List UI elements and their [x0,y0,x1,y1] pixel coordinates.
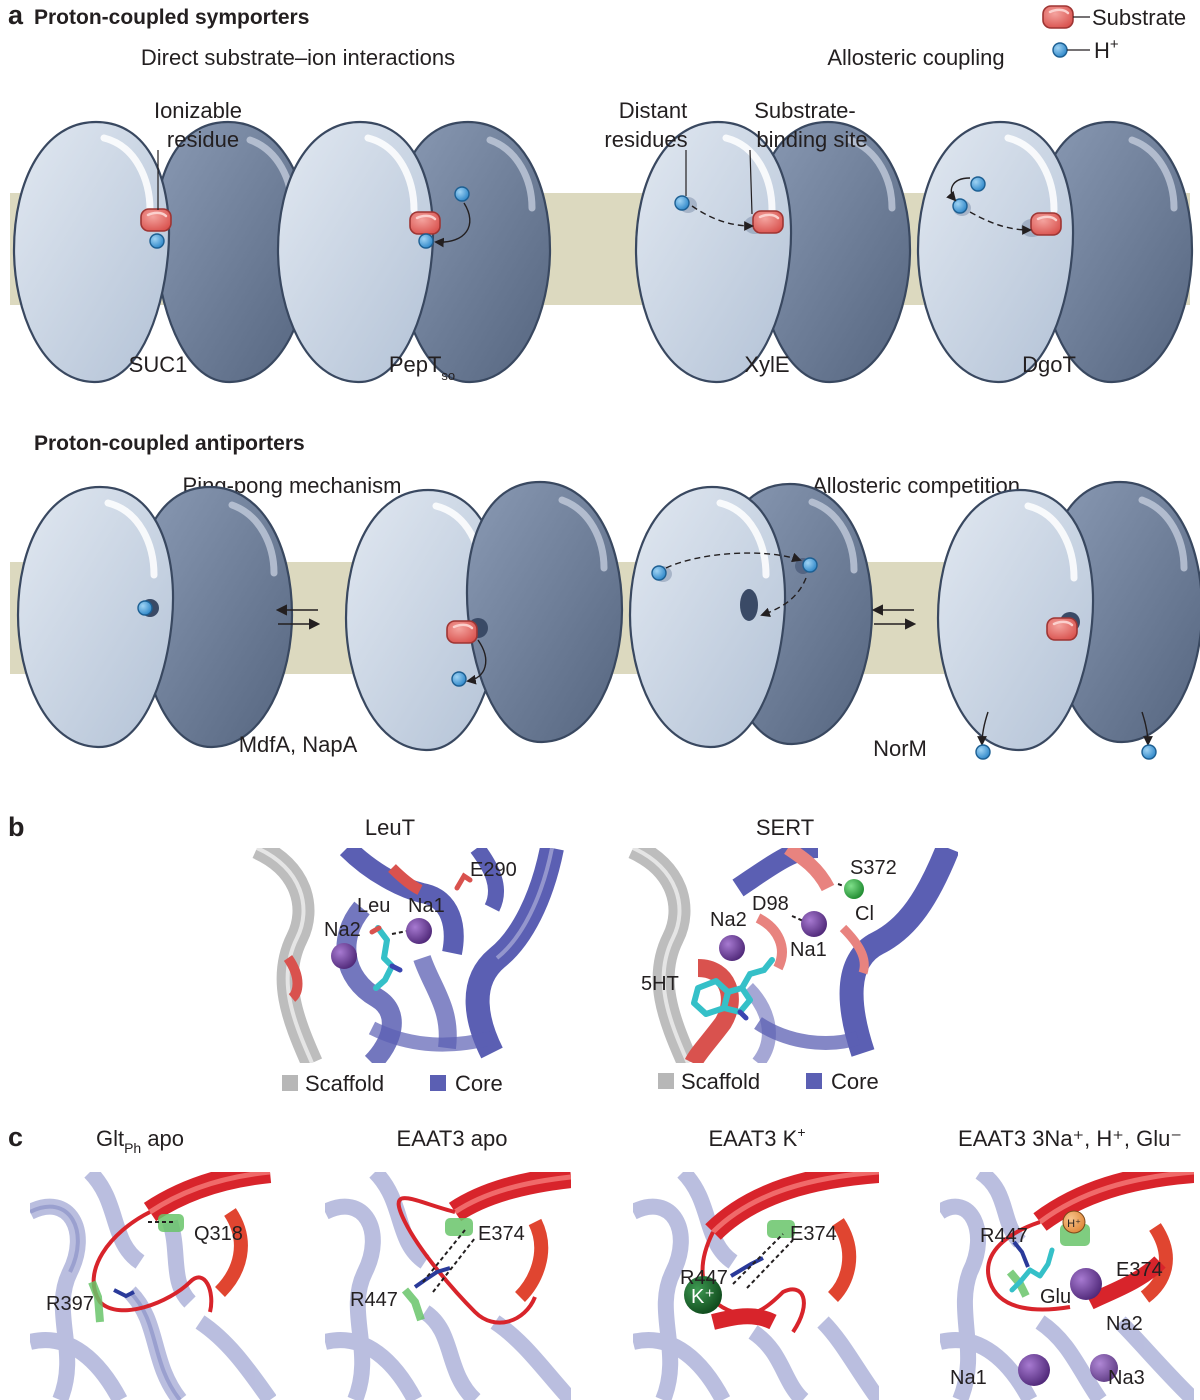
c4-na1-label: Na1 [950,1367,987,1389]
panel-c-label: c [8,1122,23,1152]
leu-ligand [369,925,403,991]
protein-dgot-label: DgoT [1022,352,1076,377]
competition-title: Allosteric competition [812,473,1020,498]
sert-d98-label: D98 [752,893,789,915]
gltph-apo-structure [30,1172,276,1400]
equilibrium-arrows-1 [275,604,321,630]
c2-r447-label: R447 [350,1289,398,1311]
legend-a: Substrate H+ [1041,4,1186,63]
legend-proton-label: H+ [1094,36,1119,63]
transporter-antiporter-2 [346,482,622,750]
eaat3-bound-title: EAAT3 3Na⁺, H⁺, Glu⁻ [958,1126,1182,1151]
distant-label-1: Distant [619,98,687,123]
legend-b-leut: Scaffold Core [282,1071,503,1096]
symporters-title: Proton-coupled symporters [34,6,309,29]
allosteric-coupling-title: Allosteric coupling [827,45,1004,70]
protein-pept-label: PepTso [389,352,455,383]
transporter-antiporter-1 [18,487,292,747]
direct-interactions-title: Direct substrate–ion interactions [141,45,455,70]
sert-core-label: Core [831,1069,879,1094]
distant-label-2: residues [604,127,687,152]
proton-legend-icon [1052,42,1068,58]
sert-na2-label: Na2 [710,909,747,931]
leut-core-label: Core [455,1071,503,1096]
legend-substrate-label: Substrate [1092,5,1186,30]
ionizable-label-1: Ionizable [154,98,242,123]
c2-e374-label: E374 [478,1223,525,1245]
c1-r397-label: R397 [46,1293,94,1315]
site-label-1: Substrate- [754,98,856,123]
protein-norm-label: NorM [873,736,927,761]
transporter-antiporter-4 [938,482,1200,760]
eaat3-apo-structure [325,1172,571,1400]
transporter-suc1 [14,122,310,382]
c4-h-label: H⁺ [1067,1218,1081,1230]
c1-q318-label: Q318 [194,1223,243,1245]
sert-scaffold-label: Scaffold [681,1069,760,1094]
leut-e290-label: E290 [470,859,517,881]
c3-e374-label: E374 [790,1223,837,1245]
c3-k-label: K⁺ [691,1286,715,1308]
leut-title: LeuT [365,815,415,840]
ionizable-label-2: residue [167,127,239,152]
sert-structure [628,848,958,1063]
sert-title: SERT [756,815,814,840]
c4-r447-label: R447 [980,1225,1028,1247]
legend-b-sert: Scaffold Core [658,1069,879,1094]
protein-suc1-label: SUC1 [129,352,188,377]
sert-na1-label: Na1 [790,939,827,961]
c3-r447-label: R447 [680,1267,728,1289]
sert-cl-label: Cl [855,903,874,925]
equilibrium-arrows-2 [871,604,917,630]
c4-e374-label: E374 [1116,1259,1163,1281]
c4-na2-label: Na2 [1106,1313,1143,1335]
transporter-pept [278,122,550,382]
glu-ligand [1009,1247,1055,1293]
sert-5ht-label: 5HT [641,973,679,995]
protein-xyle-label: XylE [744,352,789,377]
c4-glu-label: Glu [1040,1286,1071,1308]
leut-leu-label: Leu [357,895,390,917]
panel-b: b LeuT SERT E290 Leu [8,812,958,1096]
transporter-antiporter-3 [630,484,872,747]
panel-a: a Proton-coupled symporters Direct subst… [8,0,1200,761]
gltph-apo-title: GltPh apo [96,1126,184,1156]
panel-b-label: b [8,812,25,842]
site-label-2: binding site [756,127,867,152]
leut-na2-label: Na2 [324,919,361,941]
transporter-dgot [918,122,1192,382]
leut-na1-label: Na1 [408,895,445,917]
eaat3-k-title: EAAT3 K+ [708,1124,805,1151]
substrate-legend-icon [1041,4,1075,30]
antiporters-title: Proton-coupled antiporters [34,432,305,455]
panel-a-label: a [8,0,24,30]
panel-c: c GltPh apo EAAT3 apo EAAT3 K+ EAAT3 3Na… [8,1122,1194,1400]
c4-na3-label: Na3 [1108,1367,1145,1389]
leut-scaffold-label: Scaffold [305,1071,384,1096]
transporter-xyle [636,122,910,382]
sert-s372-label: S372 [850,857,897,879]
eaat3-k-structure [633,1172,879,1400]
eaat3-apo-title: EAAT3 apo [397,1126,508,1151]
leut-structure [252,848,564,1063]
5ht-ligand [691,957,775,1021]
protein-mdfa-label: MdfA, NapA [239,732,358,757]
eaat3-bound-structure [940,1172,1194,1400]
